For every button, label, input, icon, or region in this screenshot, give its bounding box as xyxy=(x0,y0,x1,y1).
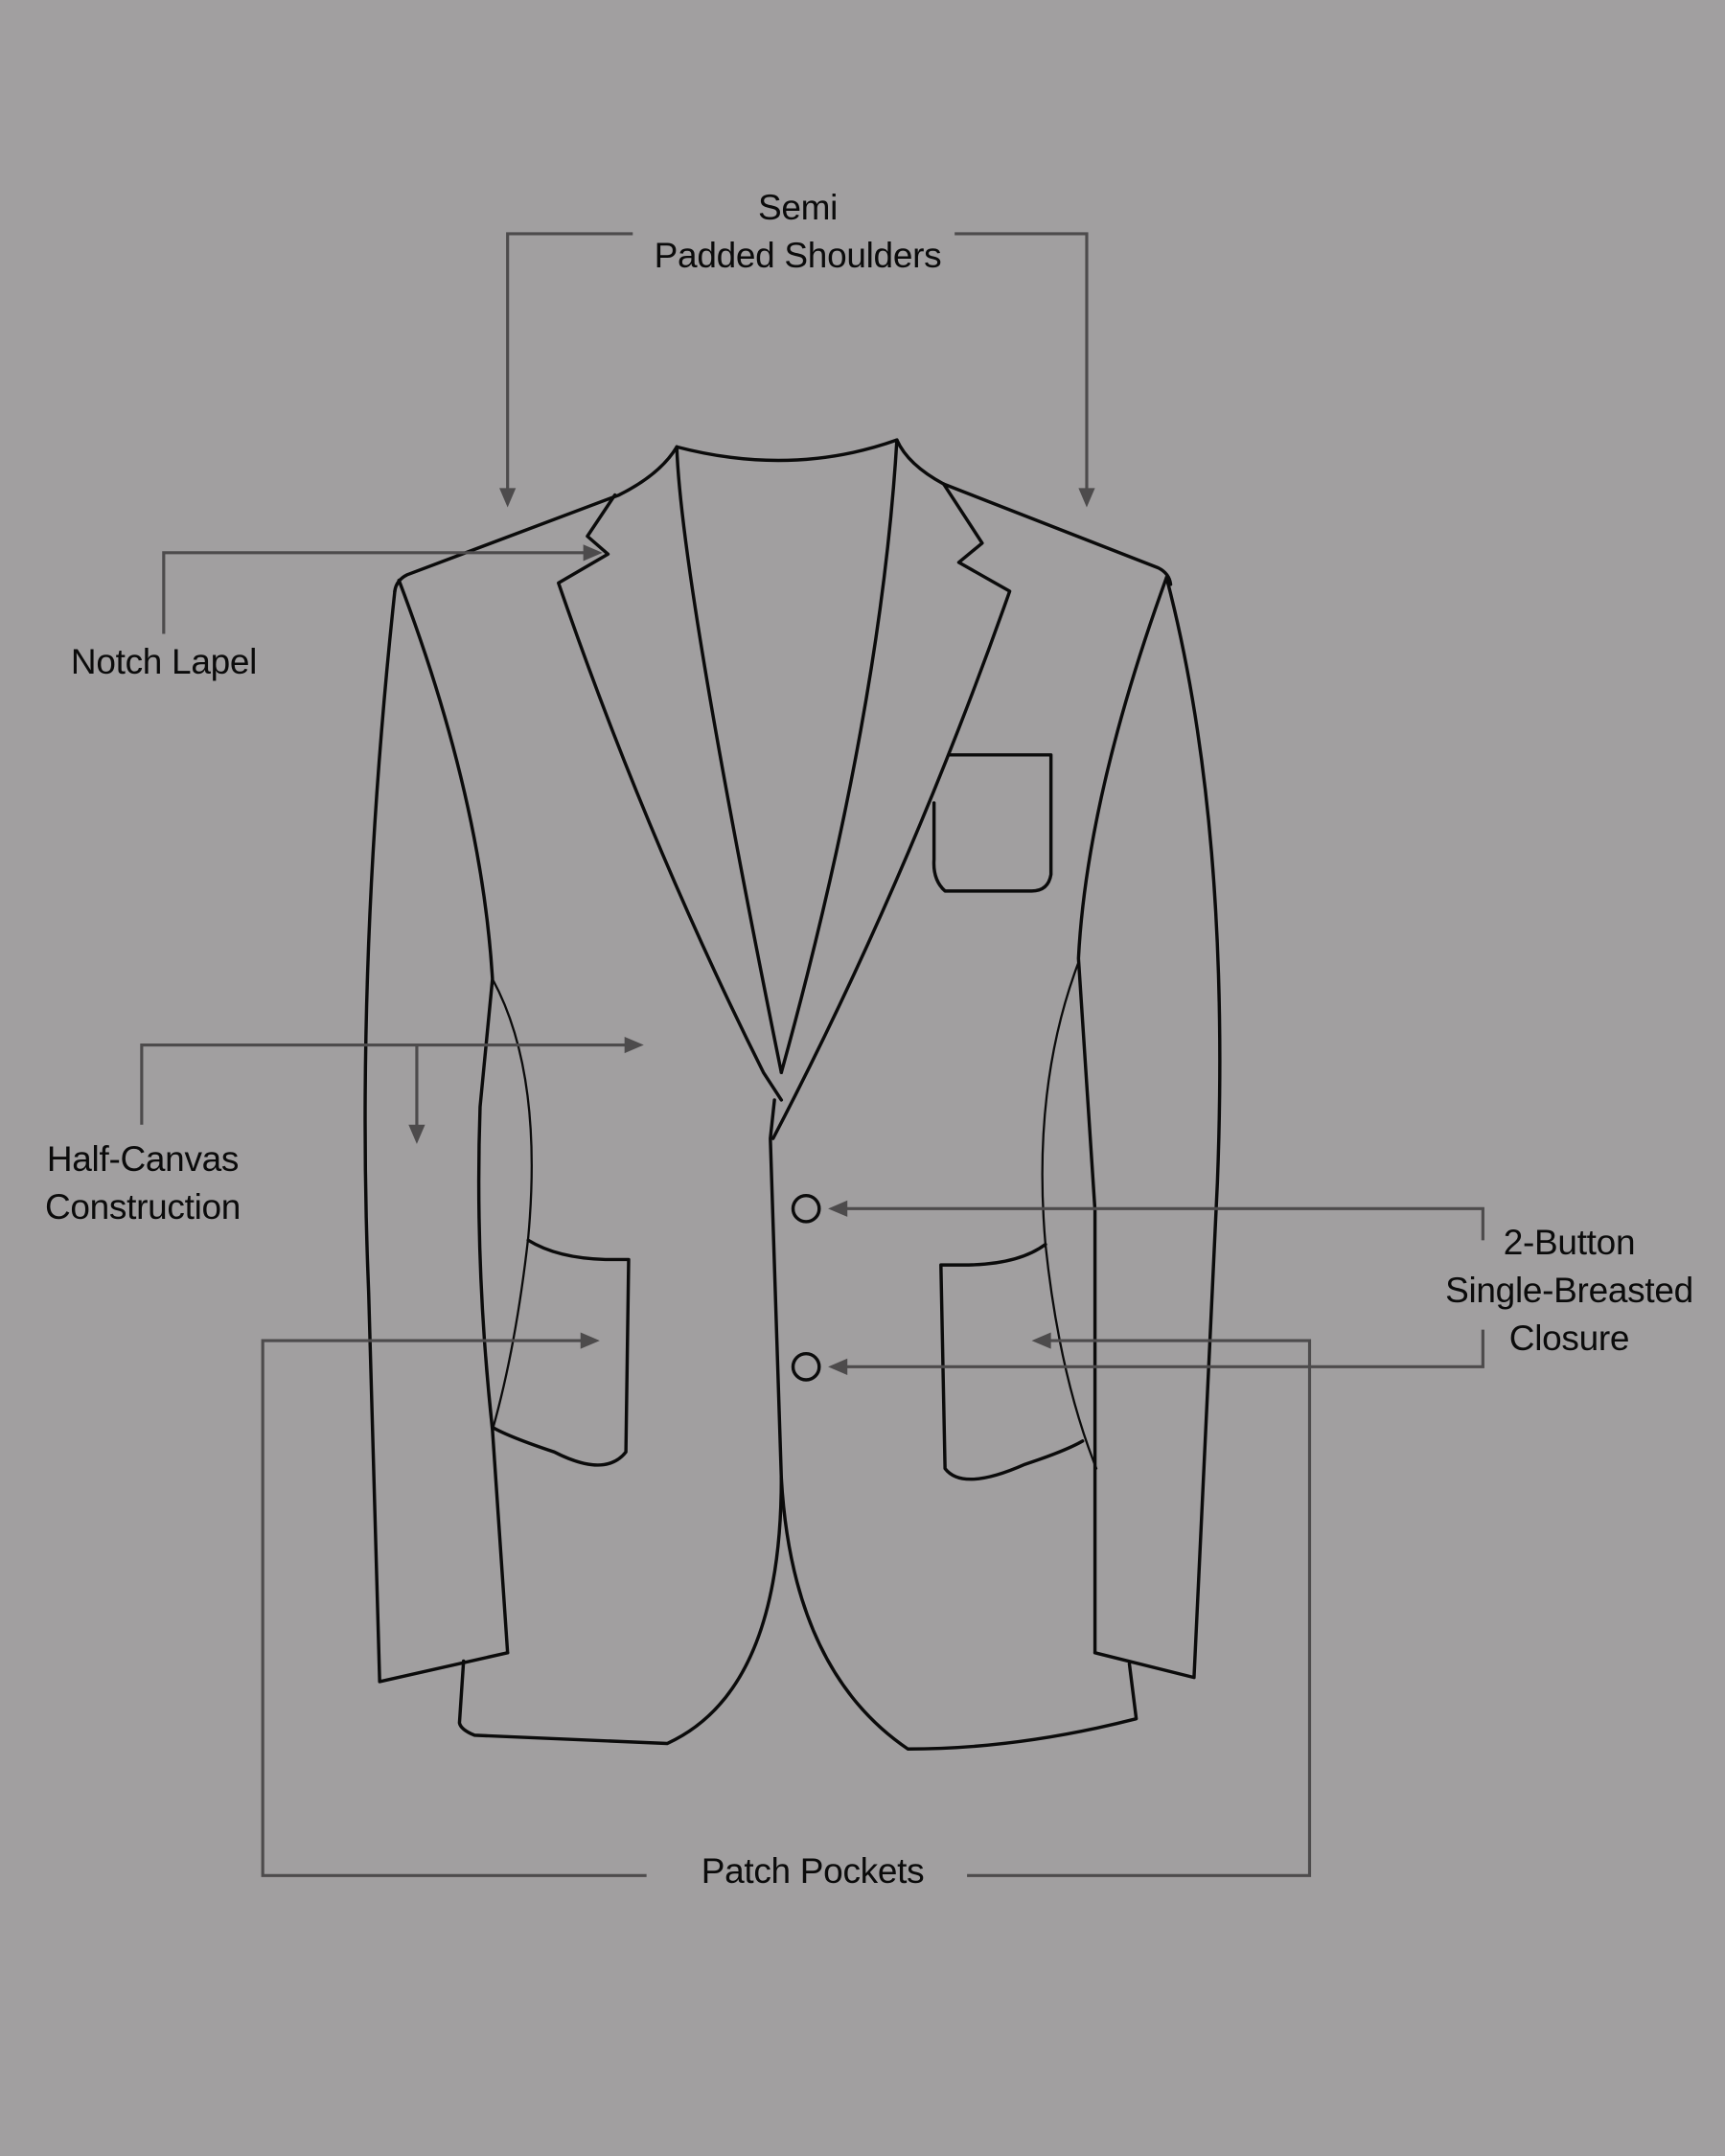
arrow-right-icon xyxy=(624,1036,644,1054)
arrow-right-icon xyxy=(583,544,603,562)
arrow-down-icon xyxy=(408,1124,426,1144)
left-sleeve-inner xyxy=(397,578,510,1655)
left-side-panel-seam xyxy=(491,977,533,1432)
left-patch-pocket xyxy=(491,1238,631,1467)
callout-pockets-left xyxy=(261,1339,647,1877)
label-half-canvas: Half-Canvas Construction xyxy=(19,1135,266,1231)
label-closure-line3: Closure xyxy=(1508,1319,1630,1358)
callout-half-canvas xyxy=(140,1043,631,1125)
arrow-down-icon xyxy=(499,488,517,508)
label-button-closure: 2-Button Single-Breasted Closure xyxy=(1433,1219,1706,1363)
arrow-down-icon xyxy=(1078,488,1095,508)
right-sleeve-outer xyxy=(1092,575,1222,1680)
label-shoulders-line1: Semi xyxy=(757,188,839,227)
label-notch-lapel: Notch Lapel xyxy=(58,638,270,686)
right-shoulder-line xyxy=(895,438,1173,586)
left-notch-lapel xyxy=(557,493,784,1102)
label-canvas-line2: Construction xyxy=(44,1187,242,1227)
arrow-left-icon xyxy=(828,1358,848,1375)
left-sleeve-outer xyxy=(363,589,510,1684)
callout-shoulders-right xyxy=(954,232,1089,495)
right-sleeve-inner xyxy=(1076,575,1168,1655)
label-canvas-line1: Half-Canvas xyxy=(46,1139,240,1179)
arrow-left-icon xyxy=(1031,1332,1051,1349)
right-side-panel-seam xyxy=(1041,961,1098,1470)
button-bottom xyxy=(791,1351,821,1382)
arrow-right-icon xyxy=(580,1332,600,1349)
breast-pocket xyxy=(932,753,1053,893)
back-collar xyxy=(675,438,899,463)
callout-pockets-right xyxy=(967,1339,1312,1877)
label-pockets-line1: Patch Pockets xyxy=(701,1851,925,1891)
callout-button-top xyxy=(841,1206,1484,1241)
label-shoulders-line2: Padded Shoulders xyxy=(654,236,942,275)
blazer-sketch xyxy=(363,438,1222,1751)
left-inner-neckline xyxy=(675,445,784,1074)
label-padded-shoulders: Semi Padded Shoulders xyxy=(642,184,954,280)
left-front-hem xyxy=(457,1476,784,1746)
callout-lines xyxy=(140,232,1484,1877)
label-closure-line2: Single-Breasted xyxy=(1445,1271,1693,1310)
label-patch-pockets: Patch Pockets xyxy=(683,1847,942,1895)
right-notch-lapel xyxy=(770,482,1012,1140)
right-front-hem xyxy=(779,1476,1138,1751)
button-top xyxy=(791,1193,821,1224)
right-patch-pocket xyxy=(939,1242,1085,1481)
left-shoulder-line xyxy=(393,445,678,593)
callout-shoulders-left xyxy=(506,232,633,495)
label-closure-line1: 2-Button xyxy=(1503,1223,1636,1262)
callout-button-bottom xyxy=(841,1329,1484,1368)
front-edge xyxy=(769,1098,784,1480)
label-lapel-line1: Notch Lapel xyxy=(70,642,258,681)
callout-notch-lapel xyxy=(162,551,589,634)
right-inner-neckline xyxy=(779,438,899,1074)
arrow-left-icon xyxy=(828,1200,848,1217)
